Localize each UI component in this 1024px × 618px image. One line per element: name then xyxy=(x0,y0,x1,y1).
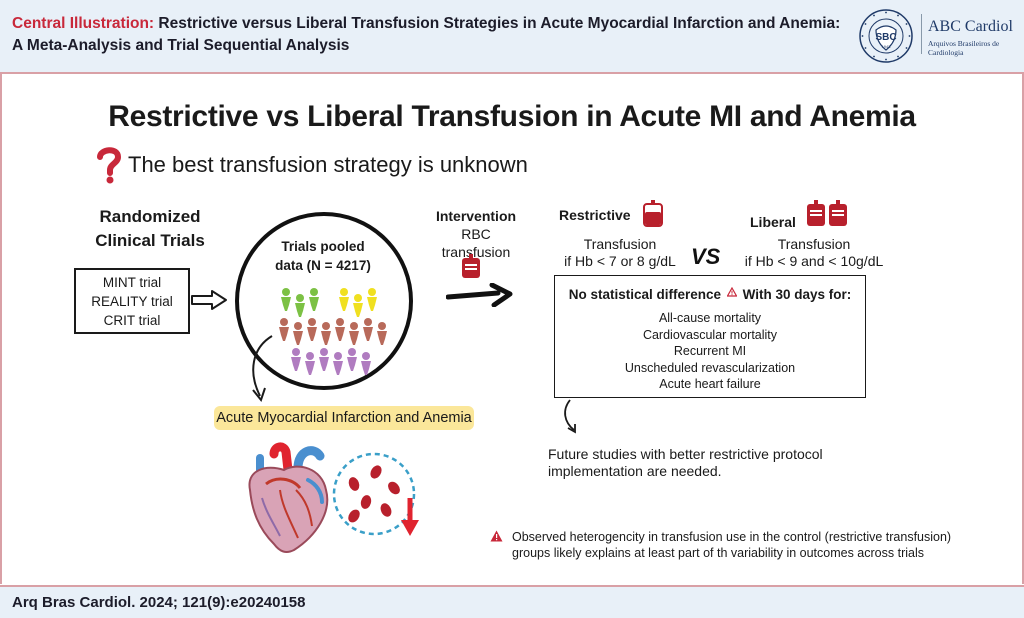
unknown-statement: The best transfusion strategy is unknown xyxy=(128,152,528,177)
liberal-heading: Liberal xyxy=(750,214,796,230)
pooled-title-line2: data (N = 4217) xyxy=(275,258,371,273)
header-label: Central Illustration: xyxy=(12,15,155,32)
curved-arrow-icon xyxy=(564,399,576,434)
patients-people-icon xyxy=(279,288,387,375)
vs-text: VS xyxy=(691,244,721,269)
outcome-item: All-cause mortality xyxy=(658,311,762,325)
results-heading: No statistical difference With 30 days f… xyxy=(555,287,865,302)
curved-arrow-icon xyxy=(252,335,273,403)
results-box: No statistical difference With 30 days f… xyxy=(554,275,866,398)
outcome-item: Recurrent MI xyxy=(673,344,747,358)
outcome-item: Acute heart failure xyxy=(659,377,761,391)
liberal-criteria: Transfusion if Hb < 9 and < 10g/dL xyxy=(734,236,894,270)
restrictive-heading: Restrictive xyxy=(559,207,631,223)
future-studies-text: Future studies with better restrictive p… xyxy=(548,446,823,479)
intervention-block: Intervention RBC transfusion xyxy=(430,207,522,261)
footer-bar: Arq Bras Cardiol. 2024; 121(9):e20240158 xyxy=(0,585,1024,618)
header-bar: Central Illustration: Restrictive versus… xyxy=(0,0,1024,74)
intervention-heading: Intervention xyxy=(435,208,517,224)
blood-bag-icon xyxy=(462,254,480,278)
warning-icon xyxy=(490,530,503,542)
restrictive-line1: Transfusion xyxy=(583,236,657,252)
blood-bag-icon xyxy=(807,200,825,226)
arrow-right-icon xyxy=(446,283,513,307)
rct-title-line2: Clinical Trials xyxy=(95,231,205,250)
results-heading-right: With 30 days for: xyxy=(742,287,852,302)
header-title-text: Restrictive versus Liberal Transfusion S… xyxy=(12,15,841,54)
journal-name: ABC Cardiol xyxy=(928,18,1013,35)
blood-bag-icon xyxy=(643,200,663,227)
pooled-title-line1: Trials pooled xyxy=(281,239,365,254)
trials-list: MINT trial REALITY trial CRIT trial xyxy=(74,268,190,334)
outcome-item: Unscheduled revascularization xyxy=(624,360,796,375)
trial-item: MINT trial xyxy=(102,275,162,290)
rct-title-line1: Randomized xyxy=(99,207,201,226)
rct-title: Randomized Clinical Trials xyxy=(70,205,230,253)
seal-text: SBC xyxy=(875,32,896,43)
restrictive-line2: if Hb < 7 or 8 g/dL xyxy=(564,253,676,269)
intervention-sub: RBC transfusion xyxy=(441,226,511,260)
seal-year: 1943 xyxy=(882,44,892,49)
liberal-line2: if Hb < 9 and < 10g/dL xyxy=(744,253,884,269)
question-mark-icon xyxy=(97,147,122,184)
journal-subtitle: Arquivos Brasileiros de Cardiologia xyxy=(928,39,1000,57)
trial-item: CRIT trial xyxy=(103,313,161,328)
outcome-item: Cardiovascular mortality xyxy=(642,327,778,342)
blood-bag-icon xyxy=(829,200,847,226)
warning-icon xyxy=(726,287,737,297)
header-title: Central Illustration: Restrictive versus… xyxy=(12,13,842,57)
outline-arrow-icon xyxy=(191,290,227,310)
heart-icon xyxy=(248,442,329,553)
red-blood-cells-icon xyxy=(332,452,419,536)
heterogeneity-note: Observed heterogencity in transfusion us… xyxy=(512,530,952,560)
pooled-data-title: Trials pooled data (N = 4217) xyxy=(258,237,388,275)
pooled-data-circle xyxy=(235,212,413,390)
results-heading-left: No statistical difference xyxy=(568,287,722,302)
population-label: Acute Myocardial Infarction and Anemia xyxy=(214,406,474,430)
main-title: Restrictive vs Liberal Transfusion in Ac… xyxy=(108,100,916,133)
content-frame xyxy=(0,72,1024,584)
outcomes-list: All-cause mortality Cardiovascular morta… xyxy=(555,310,865,393)
restrictive-criteria: Transfusion if Hb < 7 or 8 g/dL xyxy=(540,236,700,270)
citation: Arq Bras Cardiol. 2024; 121(9):e20240158 xyxy=(12,594,306,611)
versus-icon: VS xyxy=(691,244,721,269)
sbc-seal-icon: SBC 1943 xyxy=(859,9,913,63)
trial-item: REALITY trial xyxy=(91,294,173,309)
logo-divider xyxy=(921,14,922,54)
liberal-line1: Transfusion xyxy=(777,236,851,252)
